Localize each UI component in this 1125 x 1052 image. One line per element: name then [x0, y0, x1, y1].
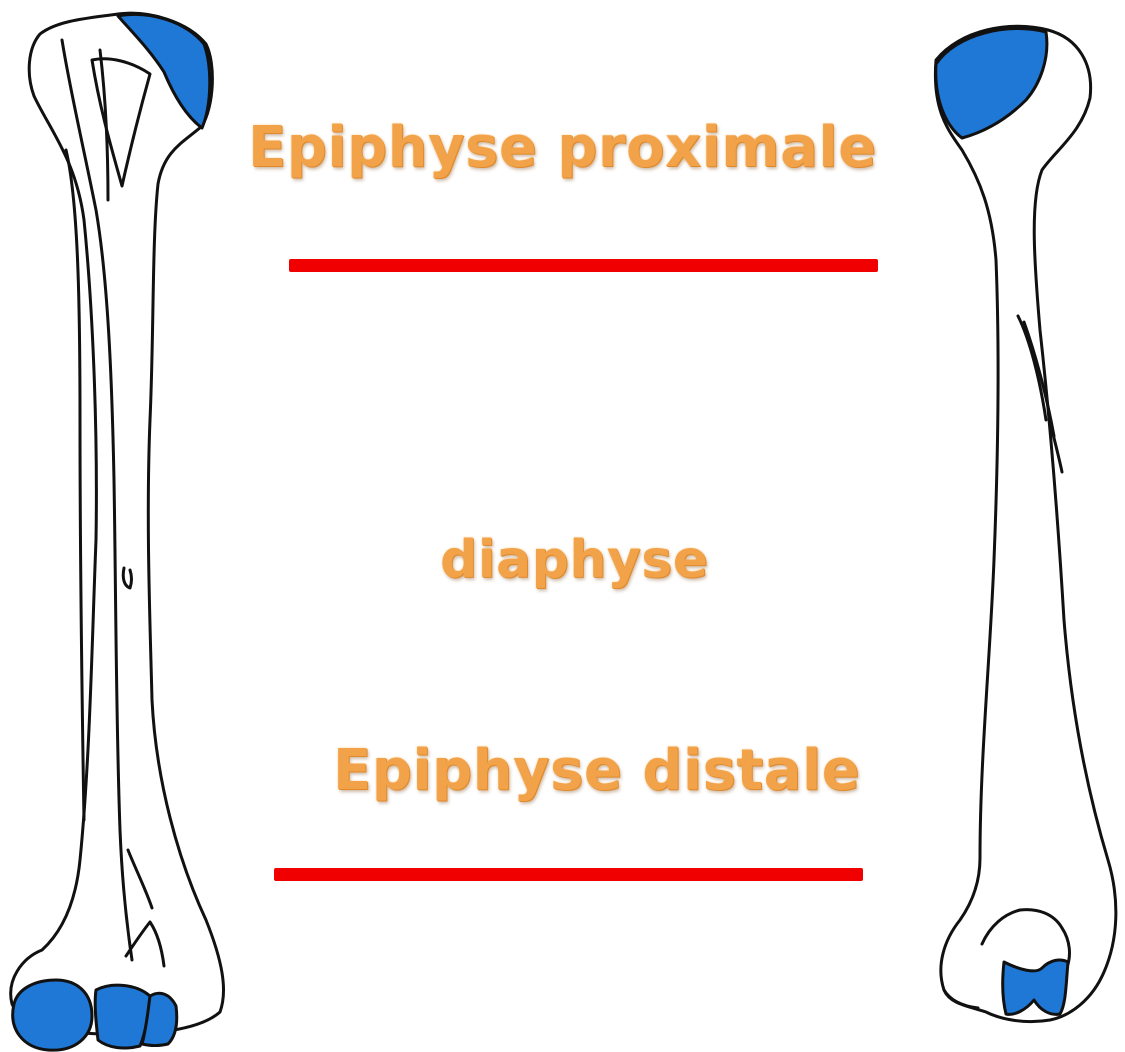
proximal-epiphysis-label: Epiphyse proximale: [248, 115, 877, 180]
proximal-divider-line: [289, 259, 878, 272]
distal-divider-line: [274, 868, 863, 881]
diaphysis-label: diaphyse: [440, 530, 709, 590]
distal-epiphysis-label: Epiphyse distale: [333, 738, 860, 803]
